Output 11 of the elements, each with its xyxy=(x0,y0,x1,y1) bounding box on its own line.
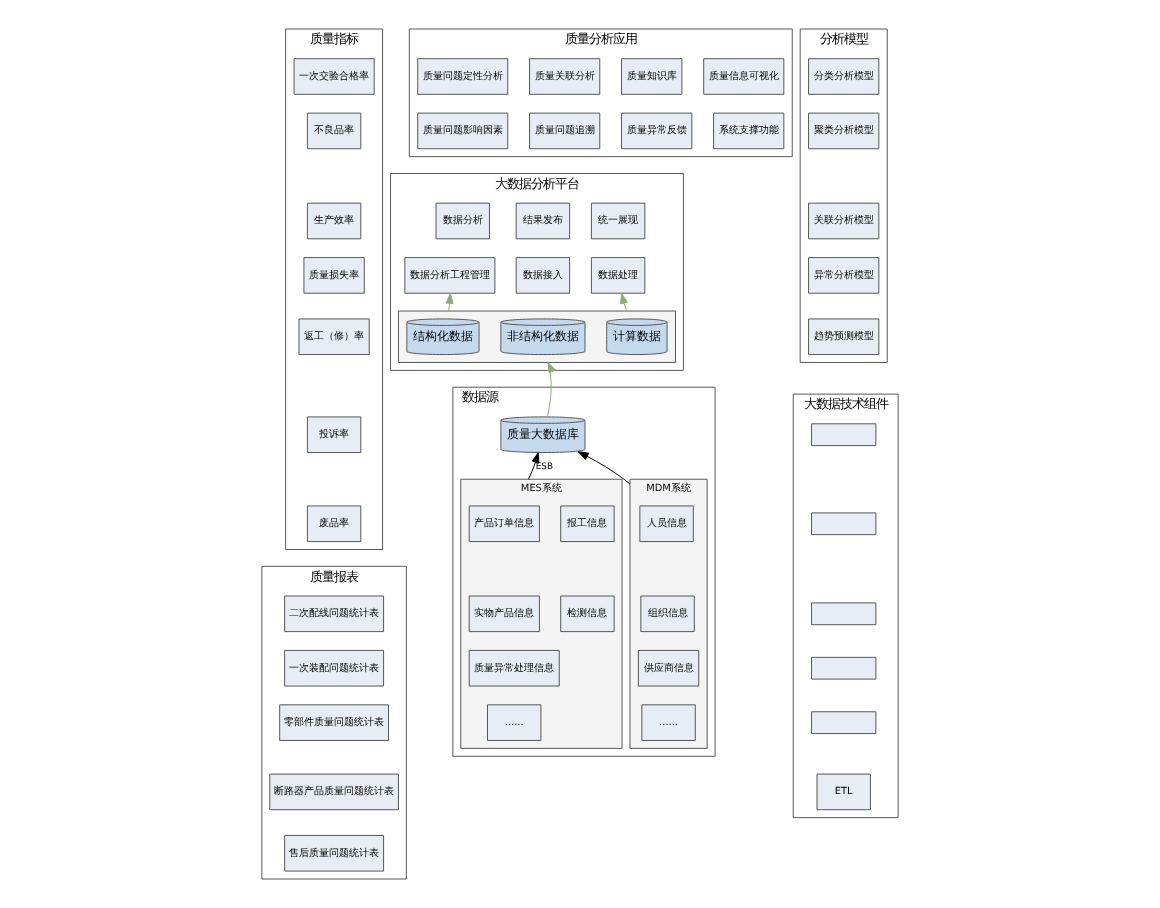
arrow xyxy=(528,452,540,480)
node-box xyxy=(811,656,877,680)
cluster xyxy=(397,310,676,363)
arrow xyxy=(445,292,454,312)
arrow xyxy=(577,451,631,485)
node-box xyxy=(811,602,877,626)
node-box xyxy=(811,711,877,735)
arrow xyxy=(546,361,556,418)
node-box xyxy=(811,512,877,536)
arrow xyxy=(620,292,628,312)
node-box xyxy=(811,423,877,447)
